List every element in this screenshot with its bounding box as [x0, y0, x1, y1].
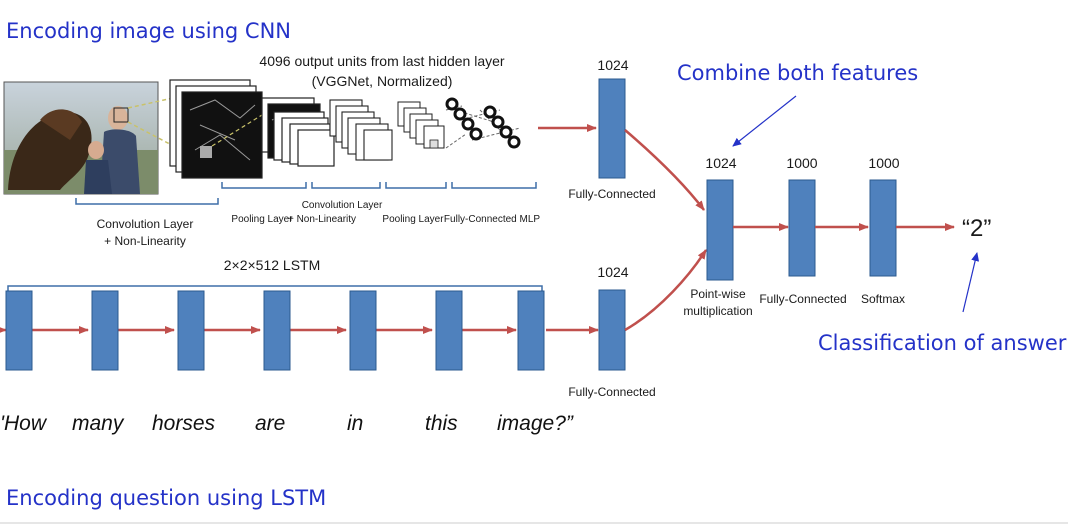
- lstm-label: 2×2×512 LSTM: [224, 257, 321, 273]
- pool1-label: Pooling Layer: [231, 214, 293, 225]
- pointwise-size: 1024: [705, 155, 736, 171]
- question-word: in: [347, 412, 363, 435]
- pointwise-label-line1: Point-wise: [690, 287, 746, 301]
- lstm-title: Encoding question using LSTM: [6, 486, 326, 510]
- fc-final-size: 1000: [786, 155, 817, 171]
- question-word: horses: [152, 412, 216, 435]
- fc-final-label: Fully-Connected: [759, 292, 846, 306]
- conv2-label-line1: Convolution Layer: [302, 200, 383, 211]
- question-word: are: [255, 412, 285, 435]
- conv2-feature-maps: [329, 99, 393, 161]
- softmax-size: 1000: [868, 155, 899, 171]
- pointwise-block: [706, 179, 734, 281]
- pool1-feature-maps: [261, 97, 335, 167]
- classification-annotation: Classification of answer: [818, 331, 1067, 355]
- cnn-stage-brackets: [75, 182, 537, 205]
- fc-question-block: [598, 289, 626, 371]
- conv1-label-line2: + Non-Linearity: [104, 234, 186, 248]
- softmax-block: [869, 179, 897, 277]
- lstm-cells: [5, 290, 545, 371]
- question-merge-arrow: [624, 249, 708, 332]
- mlp-label: Fully-Connected MLP: [444, 214, 540, 225]
- fc-question-label: Fully-Connected: [568, 385, 655, 399]
- question-word: this: [425, 412, 458, 435]
- question-words: 'How many horses are in this image?”: [0, 412, 574, 435]
- combine-pointer-arrow: [732, 95, 797, 147]
- cnn-caption-line1: 4096 output units from last hidden layer: [259, 53, 504, 69]
- mlp-neurons: [445, 97, 521, 149]
- pointwise-label-line2: multiplication: [683, 304, 752, 318]
- answer-output: “2”: [962, 215, 991, 242]
- fc-question-size: 1024: [597, 264, 628, 280]
- fc-image-label: Fully-Connected: [568, 187, 655, 201]
- fc-image-size: 1024: [597, 57, 628, 73]
- fc-image-block: [598, 78, 626, 179]
- conv2-label-line2: + Non-Linearity: [288, 214, 356, 225]
- cnn-caption-line2: (VGGNet, Normalized): [312, 73, 453, 89]
- classification-pointer-arrow: [962, 252, 980, 313]
- combine-annotation: Combine both features: [677, 61, 918, 85]
- conv1-label-line1: Convolution Layer: [97, 217, 194, 231]
- lstm-bracket: [7, 285, 543, 292]
- softmax-label: Softmax: [861, 292, 905, 306]
- cnn-title: Encoding image using CNN: [6, 19, 291, 43]
- question-word: many: [72, 412, 125, 435]
- image-merge-arrow: [624, 129, 705, 211]
- pool2-feature-maps: [397, 101, 445, 149]
- fc-final-block: [788, 179, 816, 277]
- question-word: image?”: [497, 412, 574, 435]
- conv1-feature-maps: [169, 79, 271, 179]
- input-photo: [3, 81, 159, 195]
- pool2-label: Pooling Layer: [382, 214, 444, 225]
- question-word: 'How: [0, 412, 48, 435]
